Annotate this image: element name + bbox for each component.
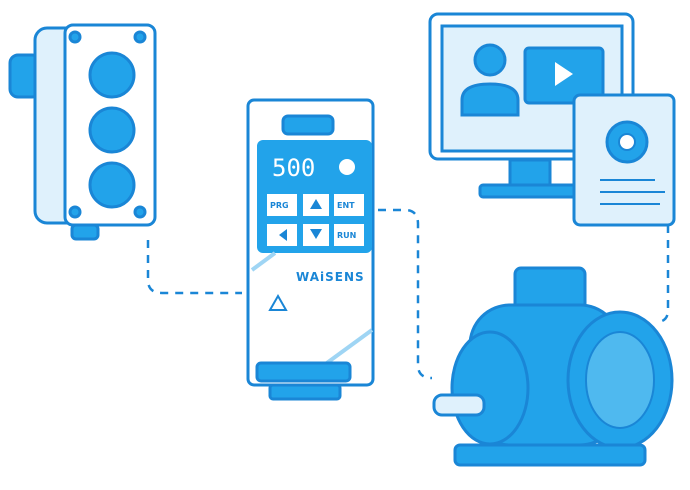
variable-frequency-drive: 500 PRG ENT RUN WAiSENS: [246, 98, 375, 401]
key-prg: [267, 194, 297, 216]
svg-text:ENT: ENT: [337, 201, 355, 210]
status-indicator-icon: [339, 159, 355, 175]
brand-logo: WAiSENS: [296, 270, 365, 284]
electric-motor: [432, 266, 674, 467]
connection-computer-to-motor: [655, 225, 670, 324]
warning-icon: [268, 293, 288, 311]
settings-document: [572, 93, 676, 227]
up-arrow-icon: [310, 199, 322, 209]
user-icon: [460, 82, 520, 117]
key-run: [334, 224, 364, 246]
down-arrow-icon: [310, 229, 322, 239]
svg-text:RUN: RUN: [337, 231, 356, 240]
svg-text:PRG: PRG: [270, 201, 289, 210]
key-ent: [334, 194, 364, 216]
connection-drive-to-motor: [378, 208, 433, 380]
left-arrow-icon: [279, 229, 287, 241]
connection-control-box-to-drive: [146, 240, 242, 295]
drive-display-value: 500: [272, 154, 315, 182]
pushbutton-control-box: [8, 23, 157, 241]
